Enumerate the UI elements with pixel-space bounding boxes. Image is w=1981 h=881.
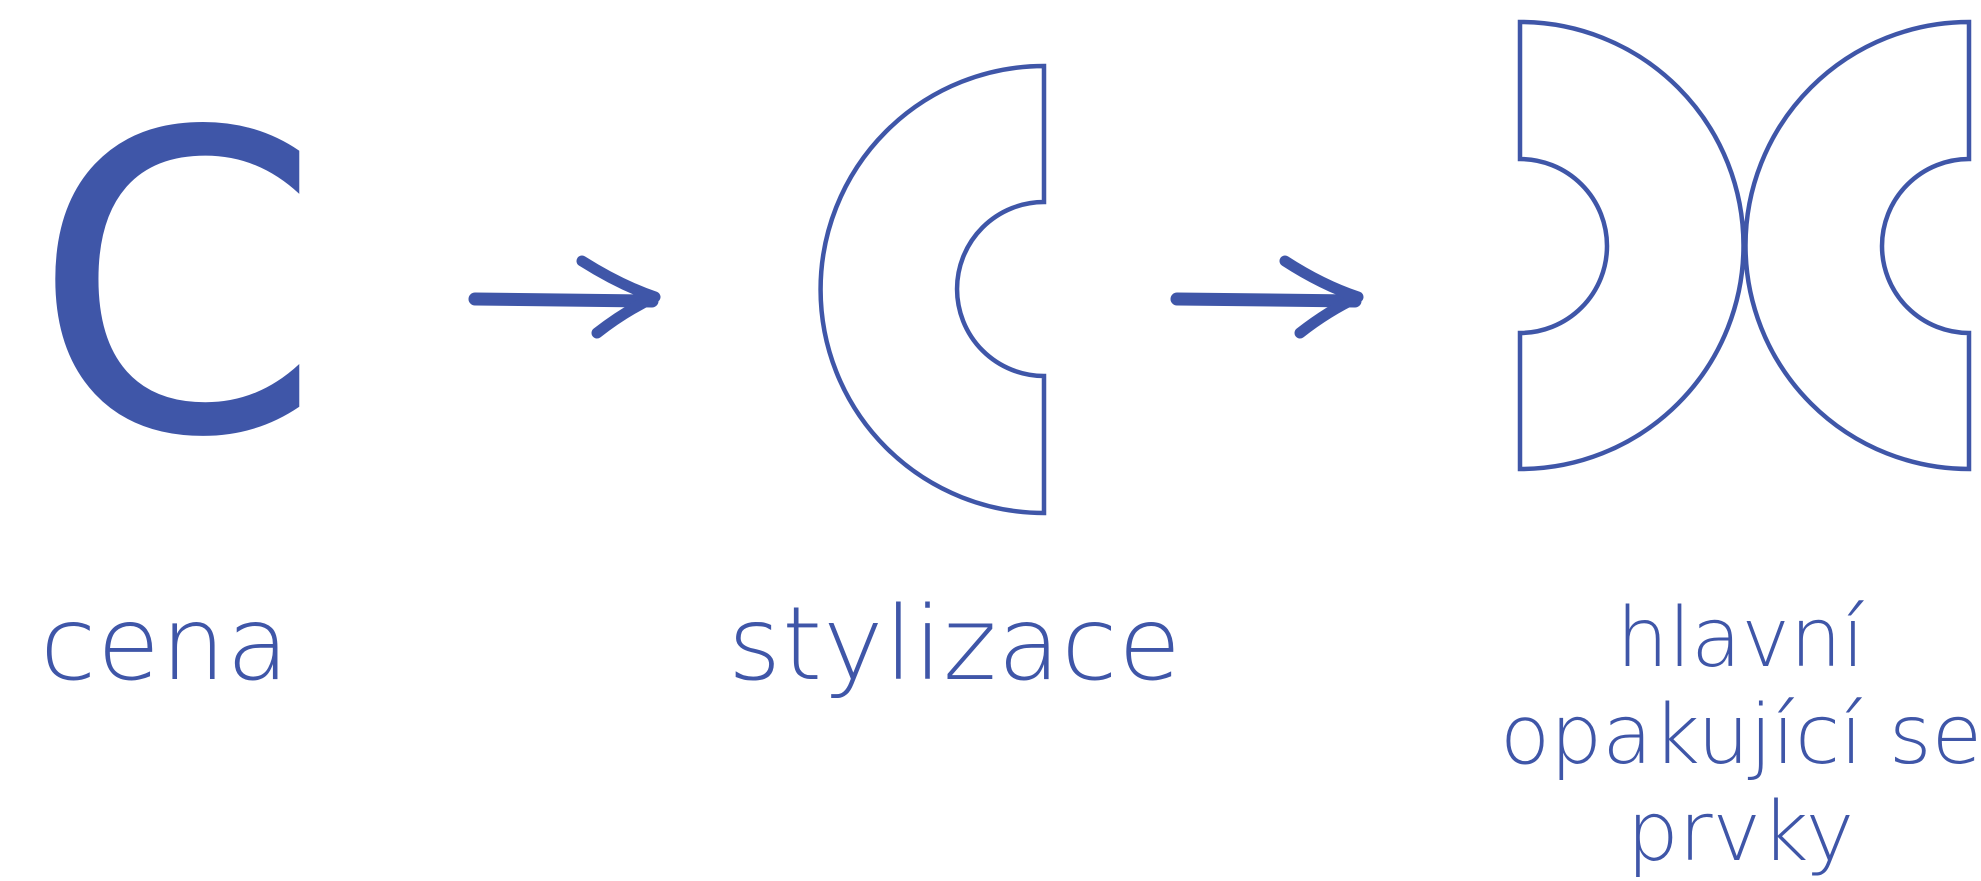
- caption-main-elements: hlavní opakující se prvky: [1500, 590, 1981, 881]
- stylized-c-shape: [818, 63, 1047, 516]
- caption-stylizace: stylizace: [727, 585, 1183, 704]
- caption-cena: cena: [40, 585, 290, 704]
- letter-c: C: [32, 45, 322, 528]
- arrow-right-icon: [468, 255, 661, 339]
- motif-right-shape: [1743, 19, 1972, 472]
- arrow-right-icon: [1170, 255, 1364, 339]
- caption-line: hlavní: [1616, 591, 1865, 686]
- motif-left-shape: [1517, 19, 1746, 472]
- caption-line: opakující se: [1500, 688, 1981, 783]
- caption-line: prvky: [1626, 785, 1855, 880]
